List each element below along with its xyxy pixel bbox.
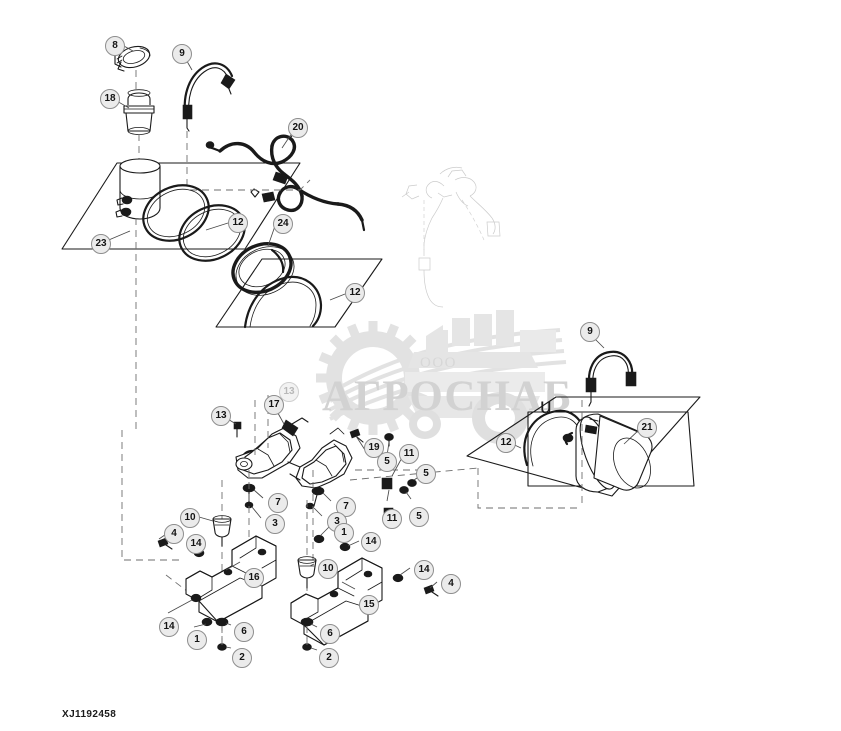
callout-bubble-14[interactable]: 14: [186, 534, 206, 554]
callout-bubble-5[interactable]: 5: [377, 452, 397, 472]
part-17-mounting-clamps: [235, 417, 353, 489]
dashed-link-21: [477, 468, 582, 509]
callout-bubble-14[interactable]: 14: [414, 560, 434, 580]
callout-bubble-19[interactable]: 19: [364, 438, 384, 458]
callout-bubble-13[interactable]: 13: [211, 406, 231, 426]
dashed-left-diag: [165, 574, 197, 599]
callout-bubble-14[interactable]: 14: [159, 617, 179, 637]
part-9-cable-upper: [182, 62, 236, 132]
callout-bubble-21[interactable]: 21: [637, 418, 657, 438]
callout-bubble-15[interactable]: 15: [359, 595, 379, 615]
dashed-link-harness: [190, 179, 311, 191]
callout-bubble-12[interactable]: 12: [228, 213, 248, 233]
callout-bubble-9[interactable]: 9: [172, 44, 192, 64]
callout-bubble-10[interactable]: 10: [180, 508, 200, 528]
callout-bubble-6[interactable]: 6: [320, 624, 340, 644]
stray-character: u: [540, 395, 552, 418]
part-12-strap-panel: [215, 258, 383, 329]
callout-bubble-7[interactable]: 7: [268, 493, 288, 513]
part-9-cable-right: [585, 350, 637, 407]
callout-bubble-23[interactable]: 23: [91, 234, 111, 254]
callout-bubble-1[interactable]: 1: [187, 630, 207, 650]
callout-bubble-18[interactable]: 18: [100, 89, 120, 109]
callout-bubble-17[interactable]: 17: [264, 395, 284, 415]
part-8-hose-clamp: [114, 45, 151, 72]
callout-bubble-14[interactable]: 14: [361, 532, 381, 552]
part-21-tank-panel: [466, 396, 701, 497]
leader-lines: [103, 44, 641, 651]
watermark-line2: АГРОСНАБ: [322, 373, 572, 420]
callout-bubble-12[interactable]: 12: [345, 283, 365, 303]
callout-bubble-3[interactable]: 3: [265, 514, 285, 534]
callout-bubble-11[interactable]: 11: [382, 509, 402, 529]
callout-bubble-13[interactable]: 13: [279, 382, 299, 402]
fastener-cluster-bottom: [157, 534, 439, 651]
callout-bubble-12[interactable]: 12: [496, 433, 516, 453]
callout-bubble-1[interactable]: 1: [334, 523, 354, 543]
part-10-isolator-right: [297, 556, 317, 589]
figure-caption: XJ1192458: [62, 709, 117, 720]
fastener-cluster-middle: [233, 421, 417, 519]
part-18-filler-cap: [123, 89, 155, 136]
phantom-assembly: [401, 166, 501, 308]
callout-bubble-11[interactable]: 11: [399, 444, 419, 464]
callout-bubble-20[interactable]: 20: [288, 118, 308, 138]
callout-bubble-4[interactable]: 4: [164, 524, 184, 544]
callout-bubble-6[interactable]: 6: [234, 622, 254, 642]
watermark-graphic: ООО АГРОСНАБ: [316, 310, 572, 444]
part-16-left-bracket: [185, 535, 277, 623]
watermark-line1: ООО: [420, 355, 457, 371]
callout-bubble-16[interactable]: 16: [244, 568, 264, 588]
callout-bubble-24[interactable]: 24: [273, 214, 293, 234]
callout-bubble-8[interactable]: 8: [105, 36, 125, 56]
part-10-isolator-left: [212, 515, 232, 547]
part-15-right-bracket: [290, 557, 383, 646]
callout-bubble-2[interactable]: 2: [232, 648, 252, 668]
callout-bubble-10[interactable]: 10: [318, 559, 338, 579]
dashed-to-tank: [349, 467, 479, 481]
part-23-tank-panel: [61, 158, 301, 262]
part-20-wiring-harness: [205, 130, 366, 232]
callout-bubble-4[interactable]: 4: [441, 574, 461, 594]
callout-bubble-2[interactable]: 2: [319, 648, 339, 668]
callout-bubble-5[interactable]: 5: [416, 464, 436, 484]
dashed-left-link: [121, 430, 180, 561]
callout-bubble-5[interactable]: 5: [409, 507, 429, 527]
callout-bubble-9[interactable]: 9: [580, 322, 600, 342]
